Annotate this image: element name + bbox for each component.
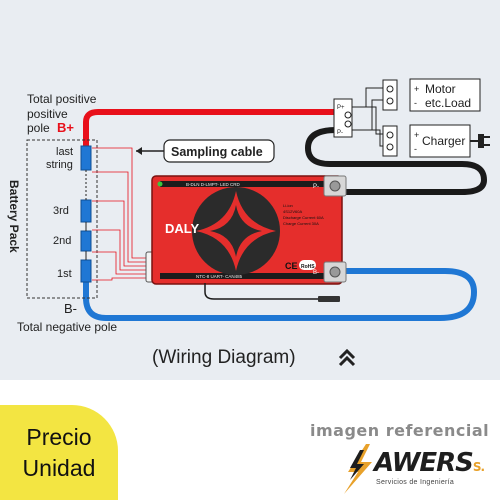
board-top-text: B-DLN D-LMPT- LED CRD: [186, 182, 241, 187]
svg-text:+: +: [414, 130, 419, 140]
board-p-minus: P-: [313, 184, 319, 190]
b-minus-terminal: [323, 261, 347, 283]
ntc-sensor: [318, 296, 340, 302]
rohs-mark: RoHS: [301, 264, 315, 270]
spec-line-4: Charge Current 30A: [283, 221, 319, 226]
negative-wire: [83, 268, 478, 321]
board-bottom-text: NTC-8 UART- CAN485: [196, 274, 243, 279]
output-terminal-box: [333, 98, 353, 138]
logo-mark-icon: [344, 444, 372, 494]
total-negative-label: Total negative pole: [17, 320, 117, 334]
sampling-cable-box: [163, 139, 275, 163]
p-minus-wire: [304, 127, 488, 195]
bms-board: B-DLN D-LMPT- LED CRD NTC-8 UART- CAN485…: [151, 175, 343, 285]
reference-label: imagen referencial: [310, 421, 490, 440]
charger-terminal: [382, 125, 398, 157]
p-plus-label: P+: [337, 105, 345, 111]
battery-pack-frame: [26, 139, 98, 299]
double-chevron-up-icon: [338, 348, 356, 367]
svg-text:-: -: [414, 144, 417, 154]
motor-sub-label: etc.Load: [425, 96, 471, 110]
charger-lines: [352, 106, 386, 147]
total-positive-label: Total positive: [27, 92, 97, 106]
p-minus-label: P-: [337, 130, 343, 136]
logo-wordmark: AWERSS.: [374, 448, 485, 478]
p-minus-terminal: [323, 175, 347, 197]
spec-line-1: Li-ion: [283, 203, 293, 208]
cell-label-3rd: 3rd: [53, 205, 69, 217]
motor-label: Motor: [425, 82, 456, 96]
price-badge: Precio Unidad: [0, 405, 118, 500]
charger-label: Charger: [422, 134, 465, 148]
brand-logo: DALY: [165, 221, 200, 236]
positive-wire: [83, 109, 334, 150]
battery-pack-label: Battery Pack: [7, 180, 21, 253]
logo-tagline: Servicios de Ingeniería: [376, 479, 455, 486]
wiring-diagram: P+ P- + - Motor etc.Load + - Charger Bat…: [0, 0, 500, 380]
sawers-logo: AWERSS. Servicios de Ingeniería: [336, 442, 496, 496]
svg-text:-: -: [414, 98, 417, 108]
sampling-wires: [92, 147, 148, 281]
ce-mark: CE: [285, 261, 298, 271]
sampling-cable-label: Sampling cable: [171, 145, 263, 159]
b-plus-label: B+: [57, 120, 74, 135]
motor-box: [409, 78, 481, 112]
board-b-minus: B-: [313, 270, 319, 276]
cell-label-last: last: [56, 146, 73, 158]
spec-line-3: Discharge Current 60A: [283, 215, 324, 220]
price-line-1: Precio: [26, 423, 92, 450]
cell-label-1st: 1st: [57, 268, 72, 280]
svg-text:positive: positive: [27, 107, 68, 121]
battery-cells: [80, 145, 92, 283]
motor-lines: [352, 87, 386, 131]
price-line-2: Unidad: [22, 454, 96, 481]
cell-label-string: string: [46, 159, 73, 171]
cell-label-2nd: 2nd: [53, 235, 71, 247]
svg-text:+: +: [414, 84, 419, 94]
plug-icon: [470, 134, 490, 148]
pole-label: pole: [27, 121, 50, 135]
spec-line-2: 4S12V60A: [283, 209, 302, 214]
motor-terminal: [382, 79, 398, 111]
b-minus-label: B-: [64, 301, 77, 316]
wiring-diagram-caption: (Wiring Diagram): [152, 347, 296, 368]
ntc-lead: [204, 283, 320, 300]
